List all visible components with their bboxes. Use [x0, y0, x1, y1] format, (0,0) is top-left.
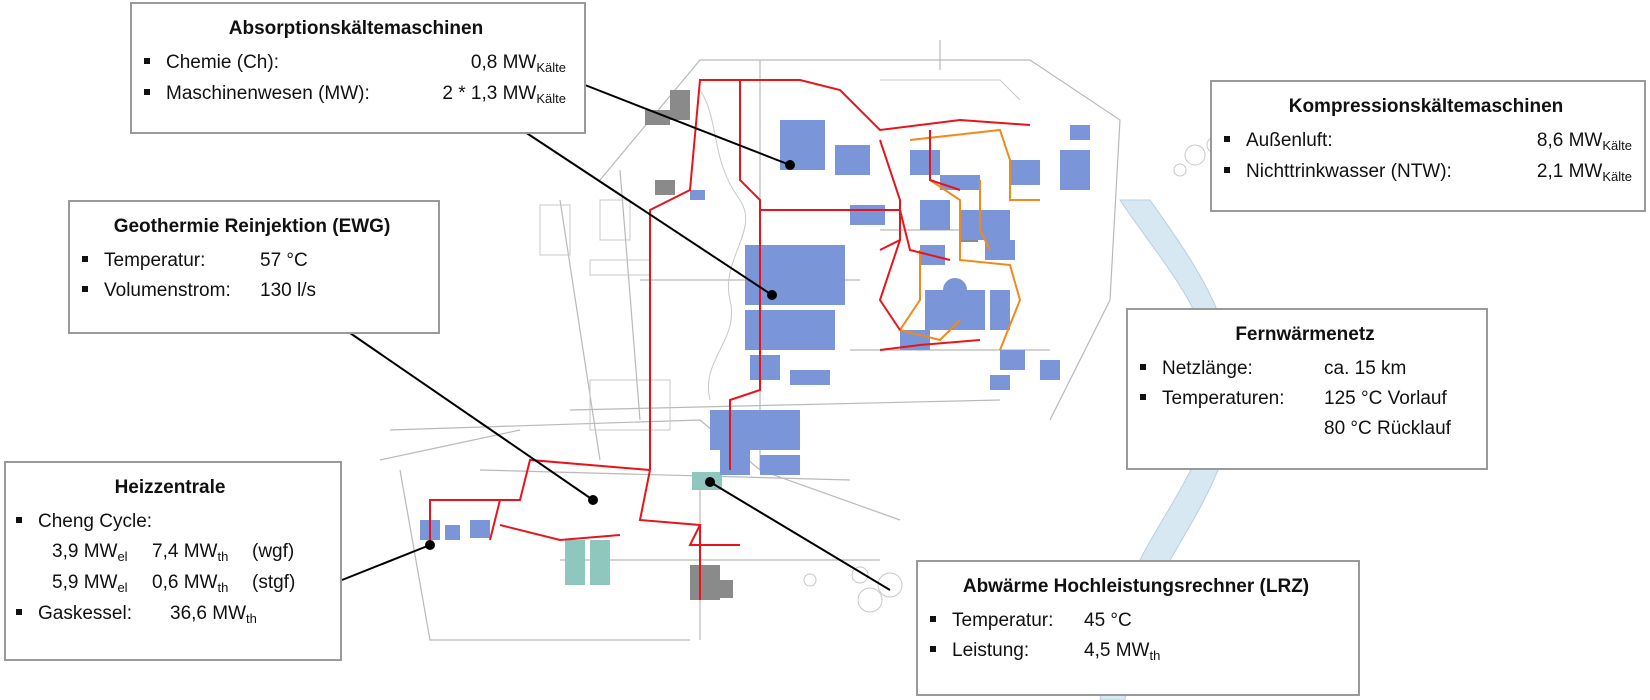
heizzentrale-row-cheng: Cheng Cycle: [16, 507, 324, 537]
kompression-row-aussenluft: Außenluft: 8,6 MWKälte [1224, 126, 1632, 157]
fernwaerme-box: Fernwärmenetz Netzlänge: ca. 15 km Tempe… [1126, 308, 1488, 470]
heizzentrale-row-gaskessel: Gaskessel: 36,6 MWth [16, 599, 324, 630]
fernwaerme-row-temperaturen: Temperaturen: 125 °C Vorlauf [1140, 384, 1470, 414]
geothermie-title: Geothermie Reinjektion (EWG) [113, 216, 391, 237]
absorption-title: Absorptionskältemaschinen [228, 18, 484, 39]
abwaerme-row-leistung: Leistung: 4,5 MWth [930, 636, 1342, 667]
abwaerme-box: Abwärme Hochleistungsrechner (LRZ) Tempe… [916, 560, 1360, 696]
geothermie-row-volumenstrom: Volumenstrom: 130 l/s [82, 276, 422, 306]
heizzentrale-row-cheng-wgf: 3,9 MWel 7,4 MWth (wgf) [52, 541, 295, 564]
absorption-box: Absorptionskältemaschinen Chemie (Ch): 0… [130, 2, 586, 134]
heating-network [429, 79, 1031, 600]
geothermie-row-temperatur: Temperatur: 57 °C [82, 246, 422, 276]
fernwaerme-row-ruecklauf: 80 °C Rücklauf [1324, 418, 1451, 439]
fernwaerme-row-netzlaenge: Netzlänge: ca. 15 km [1140, 354, 1470, 384]
kompression-title: Kompressionskältemaschinen [1288, 96, 1564, 117]
kompression-row-ntw: Nichttrinkwasser (NTW): 2,1 MWKälte [1224, 157, 1632, 188]
geothermie-box: Geothermie Reinjektion (EWG) Temperatur:… [68, 200, 440, 334]
leader-dots [425, 160, 795, 550]
abwaerme-row-temperatur: Temperatur: 45 °C [930, 606, 1342, 636]
leader-lines [341, 84, 891, 591]
buildings [420, 120, 1090, 540]
heizzentrale-title: Heizzentrale [114, 477, 226, 498]
heizzentrale-box: Heizzentrale Cheng Cycle: 3,9 MWel 7,4 M… [4, 461, 342, 661]
absorption-row-mw: Maschinenwesen (MW): 2 * 1,3 MWKälte [144, 79, 568, 110]
absorption-row-chemie: Chemie (Ch): 0,8 MWKälte [144, 48, 568, 79]
abwaerme-title: Abwärme Hochleistungsrechner (LRZ) [962, 576, 1310, 597]
fernwaerme-title: Fernwärmenetz [1235, 324, 1375, 345]
kompression-box: Kompressionskältemaschinen Außenluft: 8,… [1210, 80, 1646, 212]
heizzentrale-row-cheng-stgf: 5,9 MWel 0,6 MWth (stgf) [52, 572, 296, 595]
